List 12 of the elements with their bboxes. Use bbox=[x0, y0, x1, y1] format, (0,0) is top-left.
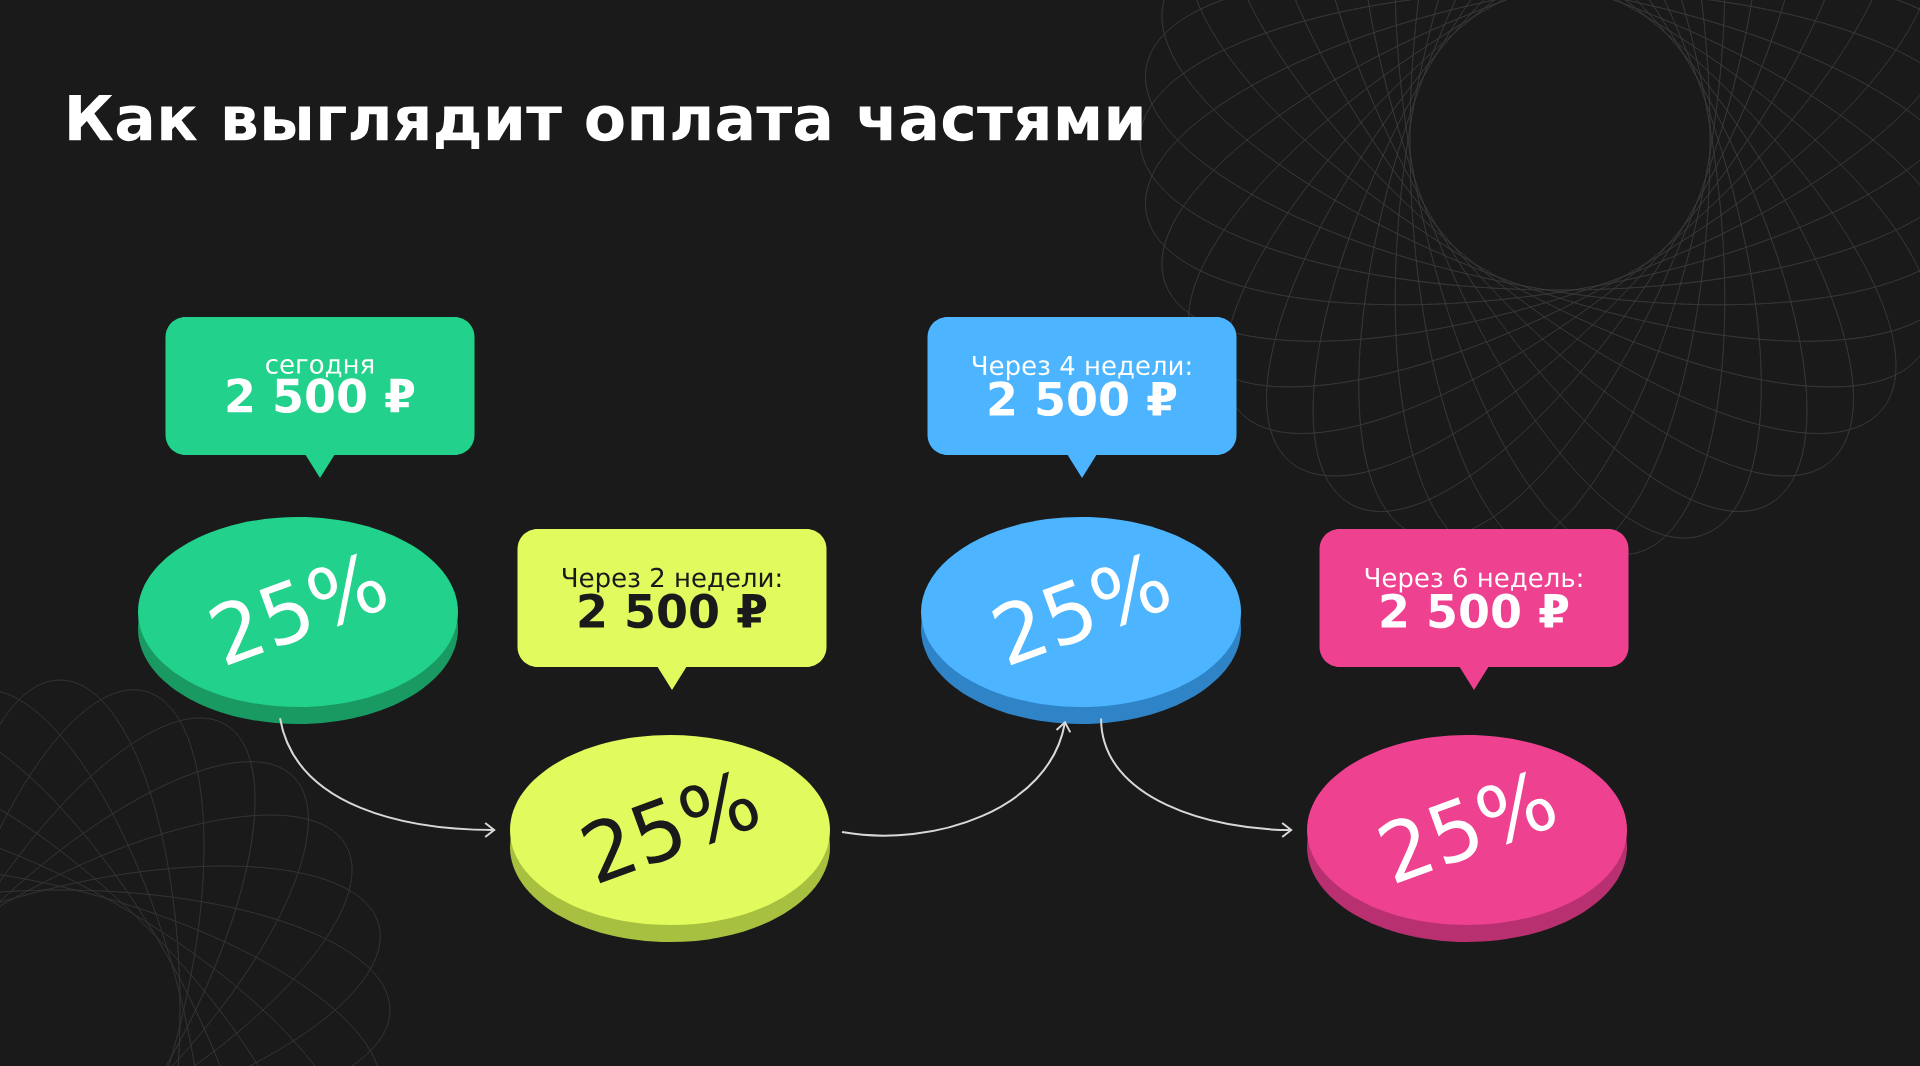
curved-arrow bbox=[1100, 717, 1293, 838]
curved-arrow bbox=[841, 720, 1072, 837]
coin-disc: 25% bbox=[510, 735, 830, 942]
callout-bubble: сегодня 2 500 ₽ bbox=[165, 317, 475, 478]
title: Как выглядит оплата частями bbox=[69, 95, 1142, 149]
coin-disc: 25% bbox=[138, 517, 458, 724]
coin-disc: 25% bbox=[921, 517, 1241, 724]
callout-bubble: Через 2 недели: 2 500 ₽ bbox=[517, 529, 827, 690]
callout-bubble: Через 4 недели: 2 500 ₽ bbox=[927, 317, 1237, 478]
curved-arrow bbox=[279, 717, 496, 838]
coin-disc: 25% bbox=[1307, 735, 1627, 942]
callout-bubble: Через 6 недель: 2 500 ₽ bbox=[1319, 529, 1629, 690]
